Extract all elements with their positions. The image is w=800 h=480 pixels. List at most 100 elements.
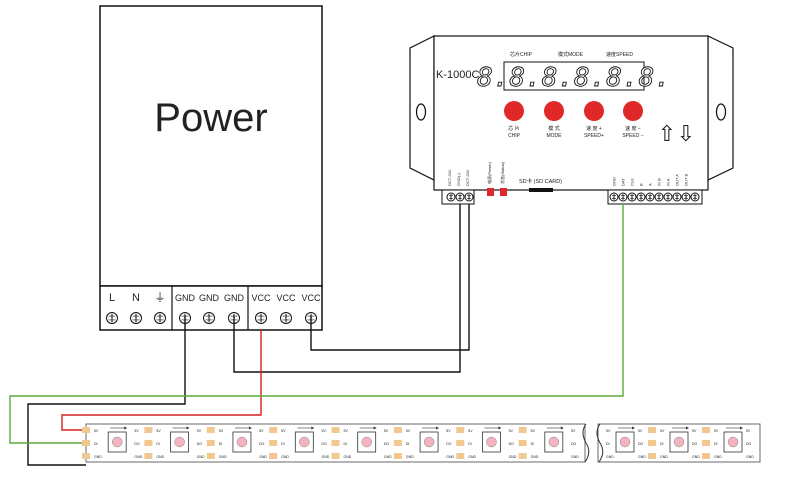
controller-button[interactable]: 模 式MODE: [544, 101, 564, 139]
svg-text:5V: 5V: [259, 429, 264, 433]
output-terminal-screw: [618, 192, 628, 202]
svg-text:DI: DI: [156, 442, 160, 446]
svg-text:GND: GND: [259, 455, 267, 459]
input-terminal-screw: [446, 192, 456, 202]
svg-text:GND: GND: [468, 455, 476, 459]
svg-text:GND: GND: [134, 455, 142, 459]
svg-text:DI: DI: [94, 442, 98, 446]
psu-terminal-label: VCC: [251, 293, 271, 303]
svg-text:5V: 5V: [509, 429, 514, 433]
power-supply-title: Power: [154, 96, 267, 140]
controller-button[interactable]: 芯 片CHIP: [504, 101, 524, 139]
svg-text:DO: DO: [384, 442, 390, 446]
psu-terminal-label: L: [109, 292, 115, 304]
svg-text:5V: 5V: [384, 429, 389, 433]
svg-text:5V: 5V: [606, 429, 611, 433]
svg-text:GND: GND: [571, 455, 579, 459]
svg-text:GND: GND: [660, 455, 668, 459]
svg-text:5V: 5V: [692, 429, 697, 433]
output-terminal-screw: [609, 192, 619, 202]
controller: K-1000C 芯片CHIP 模式MODE 速度SPEED 8.8.8.8.8.…: [409, 35, 734, 205]
psu-terminal-screw: [280, 312, 292, 324]
controller-button[interactable]: 速 度 −SPEED −: [622, 101, 644, 139]
svg-text:GND: GND: [638, 455, 646, 459]
sd-card-label: SD卡 (SD CARD): [519, 177, 562, 185]
output-terminal-label: DAT: [621, 178, 626, 186]
wire-ctrl-gnd-to-psu: [233, 204, 461, 373]
svg-text:DI: DI: [531, 442, 535, 446]
wire-data-to-strip: [9, 204, 624, 444]
svg-text:DI: DI: [406, 442, 410, 446]
svg-text:5V: 5V: [714, 429, 719, 433]
svg-text:5V: 5V: [281, 429, 286, 433]
svg-text:5V: 5V: [468, 429, 473, 433]
svg-text:DO: DO: [746, 442, 752, 446]
svg-text:5V: 5V: [638, 429, 643, 433]
svg-text:5V: 5V: [197, 429, 202, 433]
svg-text:5V: 5V: [134, 429, 139, 433]
output-terminal-screw: [681, 192, 691, 202]
wire-psu-vcc-to-strip: [61, 330, 262, 431]
output-terminal-label: GND: [612, 177, 617, 186]
svg-text:DO: DO: [509, 442, 515, 446]
output-terminal-label: CLK: [630, 178, 635, 186]
down-arrow-icon: ⇩: [677, 121, 695, 146]
wires: [9, 204, 624, 466]
button-label-en: SPEED −: [622, 133, 643, 139]
output-terminal-screw: [654, 192, 664, 202]
output-terminal-screw: [645, 192, 655, 202]
button-label-cn: 速 度 +: [586, 125, 602, 132]
svg-text:DI: DI: [281, 442, 285, 446]
psu-terminal-label: VCC: [276, 293, 296, 303]
svg-text:5V: 5V: [531, 429, 536, 433]
psu-terminal-screw: [130, 312, 142, 324]
svg-text:DI: DI: [606, 442, 610, 446]
header-label-speed: 速度SPEED: [606, 51, 633, 58]
output-terminal-screw: [663, 192, 673, 202]
output-terminal-screw: [690, 192, 700, 202]
svg-text:DO: DO: [638, 442, 644, 446]
output-terminal-screw: [672, 192, 682, 202]
strip-break-edge: [582, 423, 590, 463]
button-label-cn: 芯 片: [508, 125, 519, 132]
svg-text:GND: GND: [94, 455, 102, 459]
output-terminal-label: OUT B: [684, 174, 689, 186]
svg-text:5V: 5V: [446, 429, 451, 433]
output-terminal-label: OUT A: [675, 174, 680, 186]
input-terminal-label: DC7-24V: [447, 169, 452, 186]
button-label-en: SPEED+: [584, 133, 604, 139]
psu-terminal-label: VCC: [301, 293, 321, 303]
controller-button[interactable]: 速 度 +SPEED+: [584, 101, 604, 139]
psu-terminal-label: ⏚: [155, 291, 166, 304]
input-terminal-screw: [455, 192, 465, 202]
psu-terminal-screw: [106, 312, 118, 324]
input-terminal-screw: [464, 192, 474, 202]
svg-text:DO: DO: [197, 442, 203, 446]
output-terminal-label: IN A: [666, 178, 671, 186]
svg-text:GND: GND: [406, 455, 414, 459]
up-arrow-icon: ⇧: [658, 121, 676, 146]
svg-text:GND: GND: [322, 455, 330, 459]
svg-text:5V: 5V: [322, 429, 327, 433]
svg-text:5V: 5V: [746, 429, 751, 433]
svg-text:GND: GND: [692, 455, 700, 459]
svg-text:5V: 5V: [156, 429, 161, 433]
svg-text:5V: 5V: [219, 429, 224, 433]
input-terminal-label: DC7-24V: [465, 169, 470, 186]
svg-text:GND: GND: [344, 455, 352, 459]
button-label-cn: 速 度 −: [625, 125, 641, 132]
psu-terminal-label: GND: [224, 293, 245, 303]
svg-text:GND: GND: [156, 455, 164, 459]
led-strip: 5V DI GND 5V DO GND 5V DI GND 5V DO GND 5V DI GND 5V DO G…: [82, 423, 761, 463]
mounting-hole-right: [715, 103, 727, 121]
mounting-hole-left: [415, 103, 427, 121]
button-label-en: MODE: [547, 133, 563, 139]
